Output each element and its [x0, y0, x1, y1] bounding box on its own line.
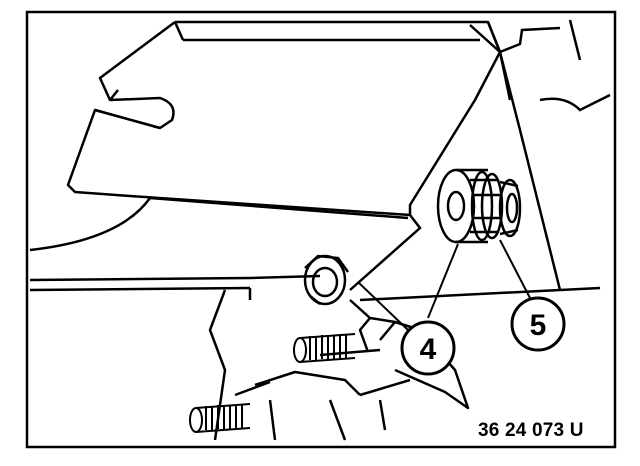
figure-reference-code: 36 24 073 U: [478, 420, 584, 441]
callout-5: 5: [510, 296, 566, 352]
leader-line-4a: [427, 243, 459, 319]
threaded-stud-lower: [189, 403, 251, 433]
callout-5-label: 5: [530, 309, 547, 342]
callout-4: 4: [400, 320, 456, 376]
leader-line-5: [499, 239, 531, 299]
bushing: [436, 168, 504, 244]
hex-nut: [303, 254, 350, 306]
leader-lines: [357, 239, 531, 331]
bracket-plate: [29, 20, 502, 252]
lower-bracket: [208, 289, 470, 441]
mounting-rail: [29, 214, 601, 302]
callout-4-label: 4: [420, 333, 437, 366]
washer: [498, 178, 522, 238]
panel-edge: [469, 19, 611, 291]
threaded-stud-upper: [293, 333, 356, 363]
leader-line-4b: [357, 281, 409, 331]
figure-frame: [25, 10, 617, 449]
